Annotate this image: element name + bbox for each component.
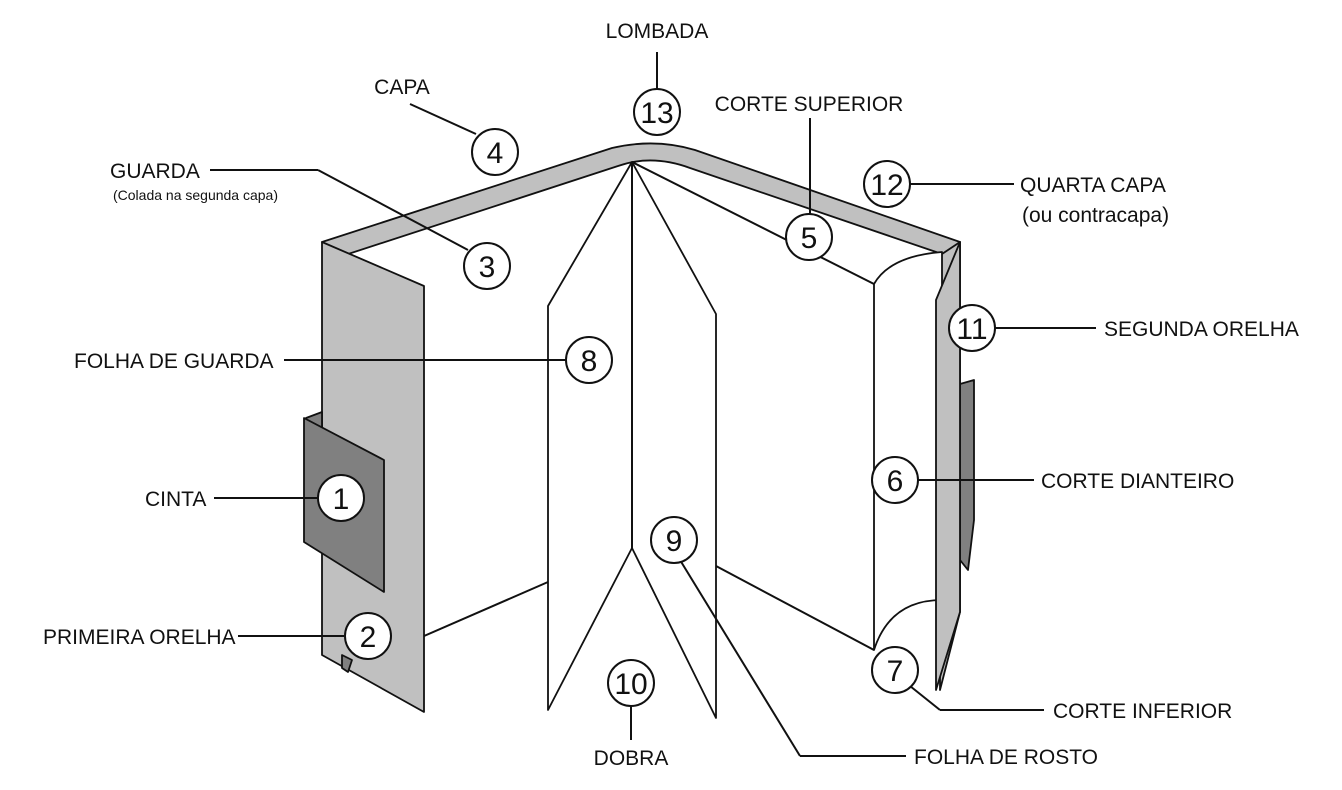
svg-text:3: 3 xyxy=(479,251,496,284)
first-flap-foot xyxy=(341,654,353,673)
part-labels: LOMBADA CAPA CORTE SUPERIOR GUARDA (Cola… xyxy=(43,20,1299,770)
marker-1: 1 xyxy=(317,474,365,522)
marker-8: 8 xyxy=(565,336,613,384)
svg-text:6: 6 xyxy=(887,465,904,498)
leader-lines xyxy=(210,52,1096,757)
svg-text:4: 4 xyxy=(487,137,504,170)
belly-band-back xyxy=(959,379,975,571)
label-capa: CAPA xyxy=(374,76,430,99)
label-lombada: LOMBADA xyxy=(606,20,709,43)
endpaper-sheet xyxy=(547,161,633,711)
label-corte-inferior: CORTE INFERIOR xyxy=(1053,700,1232,723)
marker-5: 5 xyxy=(785,213,833,261)
label-guarda: GUARDA xyxy=(110,160,200,183)
label-segunda-orelha: SEGUNDA ORELHA xyxy=(1104,318,1299,341)
label-corte-dianteiro: CORTE DIANTEIRO xyxy=(1041,470,1234,493)
label-quarta-capa-note: (ou contracapa) xyxy=(1022,204,1169,227)
svg-text:13: 13 xyxy=(640,97,673,130)
marker-10: 10 xyxy=(607,659,655,707)
label-quarta-capa: QUARTA CAPA xyxy=(1020,174,1166,197)
svg-text:5: 5 xyxy=(801,222,818,255)
marker-12: 12 xyxy=(863,160,911,208)
svg-text:11: 11 xyxy=(956,313,987,346)
marker-2: 2 xyxy=(344,612,392,660)
label-guarda-note: (Colada na segunda capa) xyxy=(113,187,278,203)
label-folha-de-guarda: FOLHA DE GUARDA xyxy=(74,350,274,373)
marker-3: 3 xyxy=(463,242,511,290)
svg-text:1: 1 xyxy=(333,483,350,516)
label-primeira-orelha: PRIMEIRA ORELHA xyxy=(43,626,236,649)
marker-11: 11 xyxy=(948,304,996,352)
svg-text:12: 12 xyxy=(870,169,903,202)
marker-7: 7 xyxy=(871,646,919,694)
number-markers: 1 2 3 4 5 6 7 8 xyxy=(317,88,996,707)
svg-text:10: 10 xyxy=(614,668,647,701)
label-dobra: DOBRA xyxy=(594,747,669,770)
svg-text:8: 8 xyxy=(581,345,598,378)
title-page-sheet xyxy=(631,161,717,719)
text-block xyxy=(873,251,943,651)
second-flap xyxy=(935,241,961,691)
marker-13: 13 xyxy=(633,88,681,136)
marker-4: 4 xyxy=(471,128,519,176)
label-cinta: CINTA xyxy=(145,488,206,511)
svg-text:2: 2 xyxy=(360,621,377,654)
marker-9: 9 xyxy=(650,516,698,564)
label-corte-superior: CORTE SUPERIOR xyxy=(715,93,904,116)
marker-6: 6 xyxy=(871,456,919,504)
label-folha-de-rosto: FOLHA DE ROSTO xyxy=(914,746,1098,769)
svg-text:7: 7 xyxy=(887,655,904,688)
svg-text:9: 9 xyxy=(666,525,683,558)
book-illustration xyxy=(303,142,975,719)
